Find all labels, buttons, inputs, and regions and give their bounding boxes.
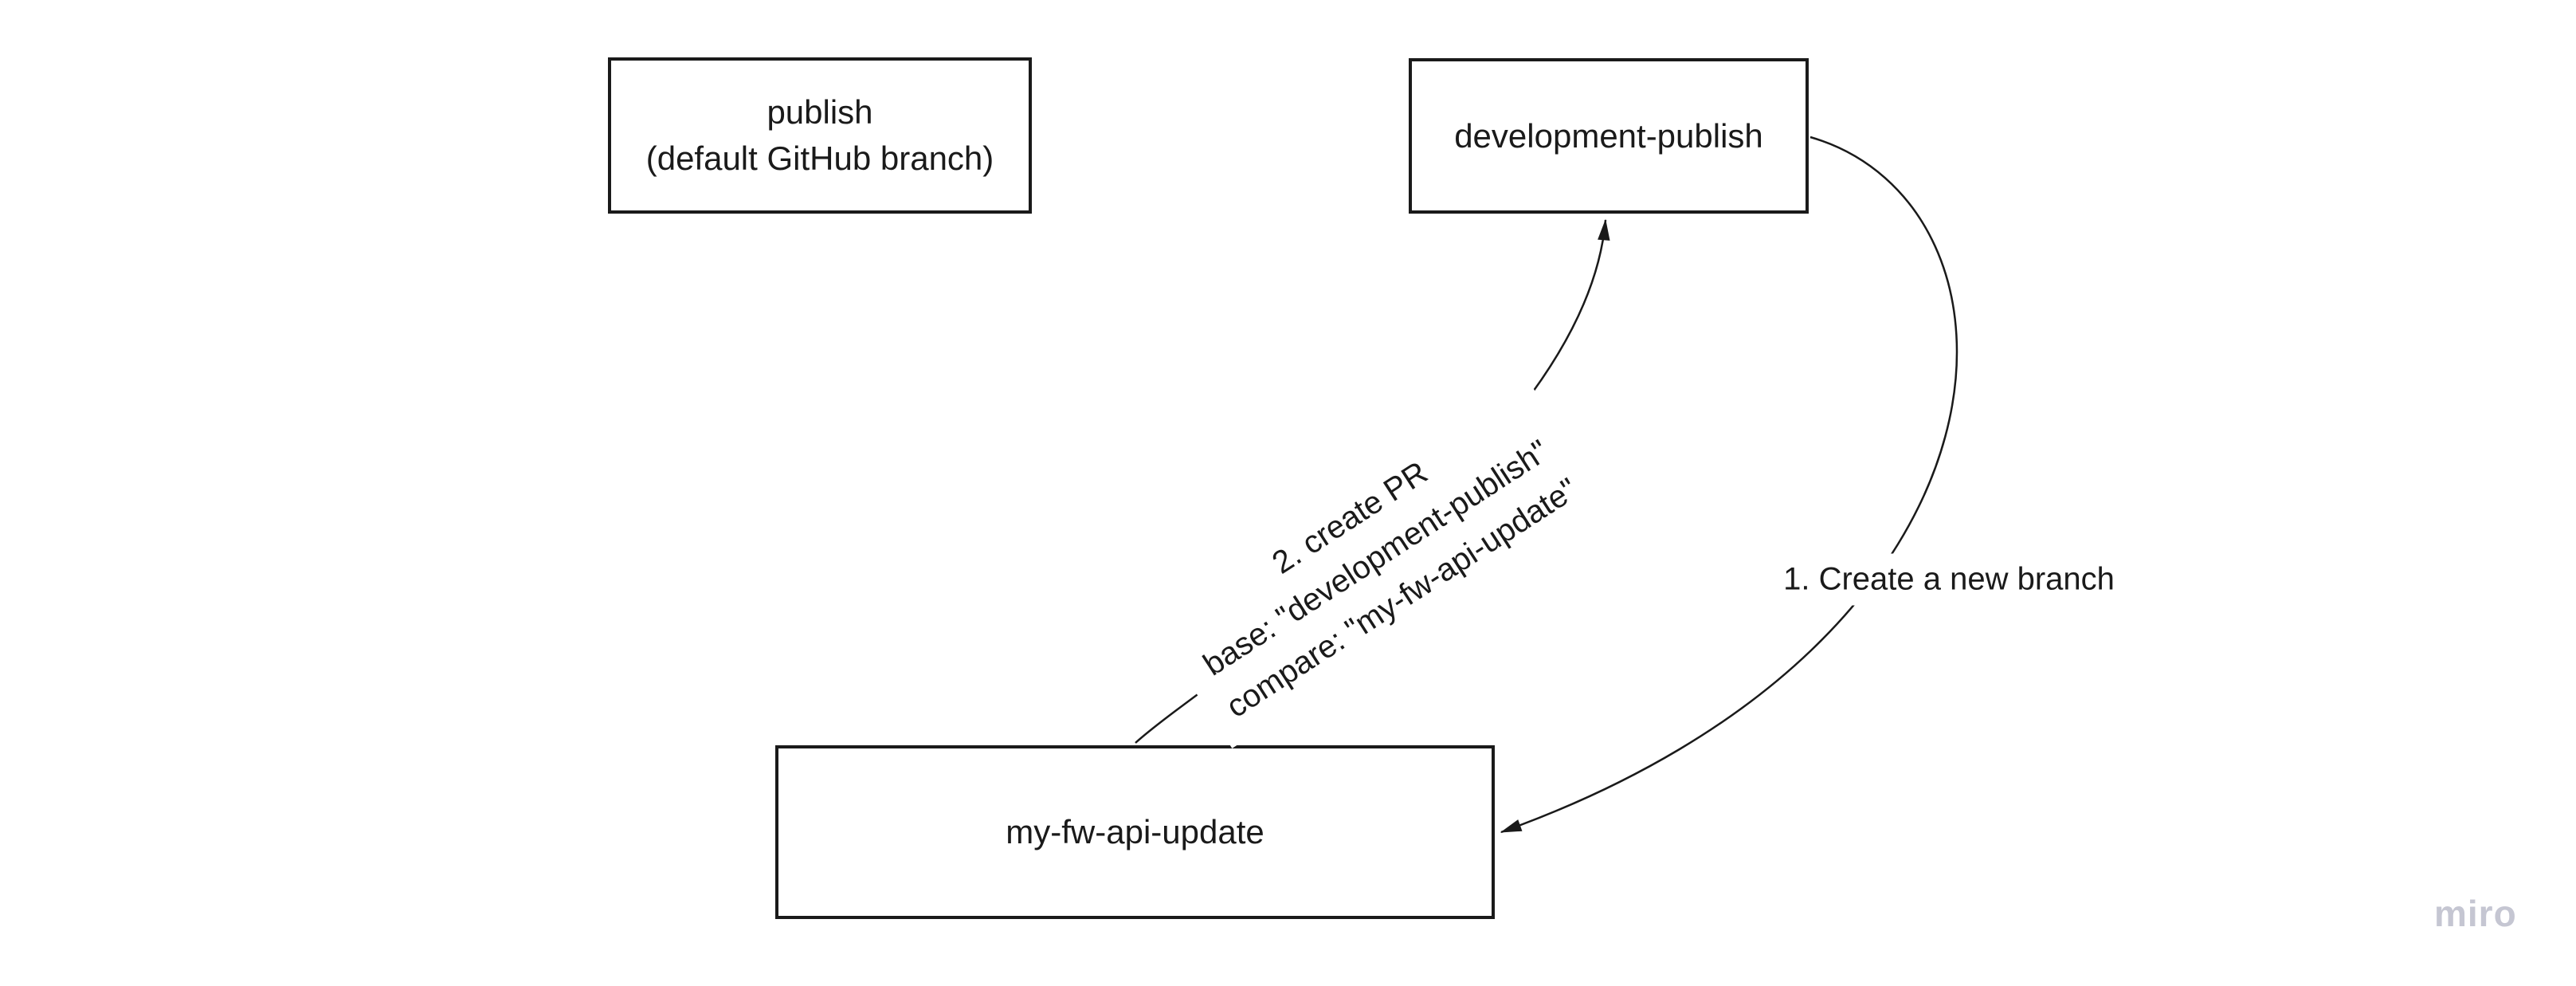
miro-logo: miro: [2434, 893, 2517, 934]
shape-label-line: my-fw-api-update: [1006, 813, 1264, 851]
shape-my-fw-api-update[interactable]: my-fw-api-update: [775, 745, 1495, 919]
connector-label-create-branch[interactable]: 1. Create a new branch: [1770, 553, 2127, 606]
shape-development-publish[interactable]: development-publish: [1409, 58, 1809, 214]
shape-label-line: development-publish: [1454, 116, 1763, 155]
shape-label-line: publish: [767, 93, 873, 132]
shape-publish-default-branch[interactable]: publish (default GitHub branch): [608, 57, 1032, 214]
connector-create-branch-line[interactable]: [1500, 136, 1958, 834]
shape-label-line: (default GitHub branch): [645, 139, 994, 177]
